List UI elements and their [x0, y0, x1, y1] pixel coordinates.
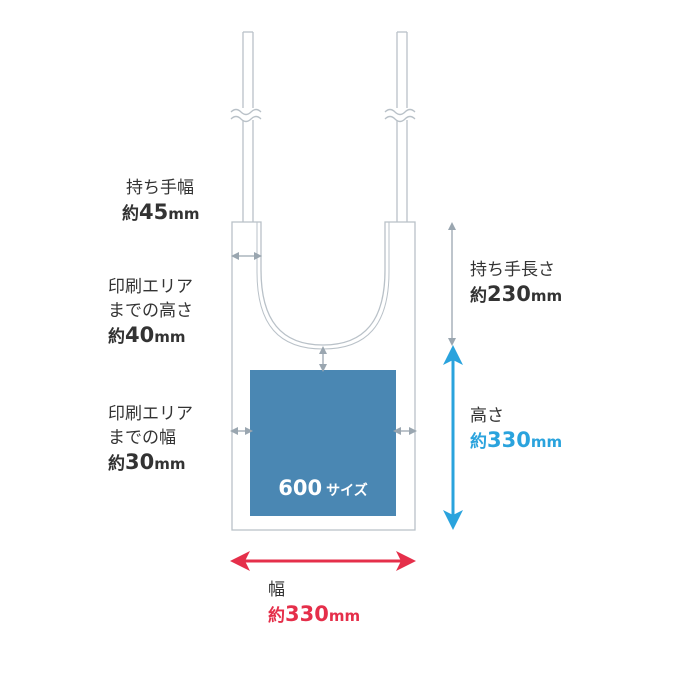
print-area [250, 370, 396, 516]
print-area-suffix: サイズ [326, 483, 368, 499]
print-side-margin-line1: 印刷エリア [108, 404, 193, 424]
handle-width-label: 持ち手幅 約45mm [122, 176, 200, 226]
height-value: 約330mm [470, 428, 563, 452]
handle-width-title: 持ち手幅 [126, 178, 194, 198]
print-top-margin-line2: までの高さ [108, 301, 193, 321]
print-side-margin-label: 印刷エリア までの幅 約30mm [108, 402, 193, 476]
handle-length-label: 持ち手長さ 約230mm [470, 258, 562, 308]
height-title: 高さ [470, 406, 504, 426]
print-side-margin-value: 約30mm [108, 450, 186, 474]
right-handle-strap [383, 31, 419, 222]
width-value: 約330mm [268, 602, 361, 626]
height-label: 高さ 約330mm [470, 404, 562, 454]
left-handle-strap [229, 31, 265, 222]
break-mark-icon [230, 108, 262, 116]
print-top-margin-line1: 印刷エリア [108, 277, 193, 297]
print-top-margin-label: 印刷エリア までの高さ 約40mm [108, 275, 193, 349]
break-mark-icon [384, 108, 416, 116]
width-title: 幅 [268, 580, 285, 600]
print-top-margin-value: 約40mm [108, 323, 186, 347]
handle-width-value: 約45mm [122, 200, 200, 224]
print-area-size: 600 [278, 476, 323, 500]
print-side-margin-line2: までの幅 [108, 428, 176, 448]
handle-length-value: 約230mm [470, 282, 563, 306]
width-label: 幅 約330mm [268, 578, 360, 628]
handle-length-title: 持ち手長さ [470, 260, 555, 280]
